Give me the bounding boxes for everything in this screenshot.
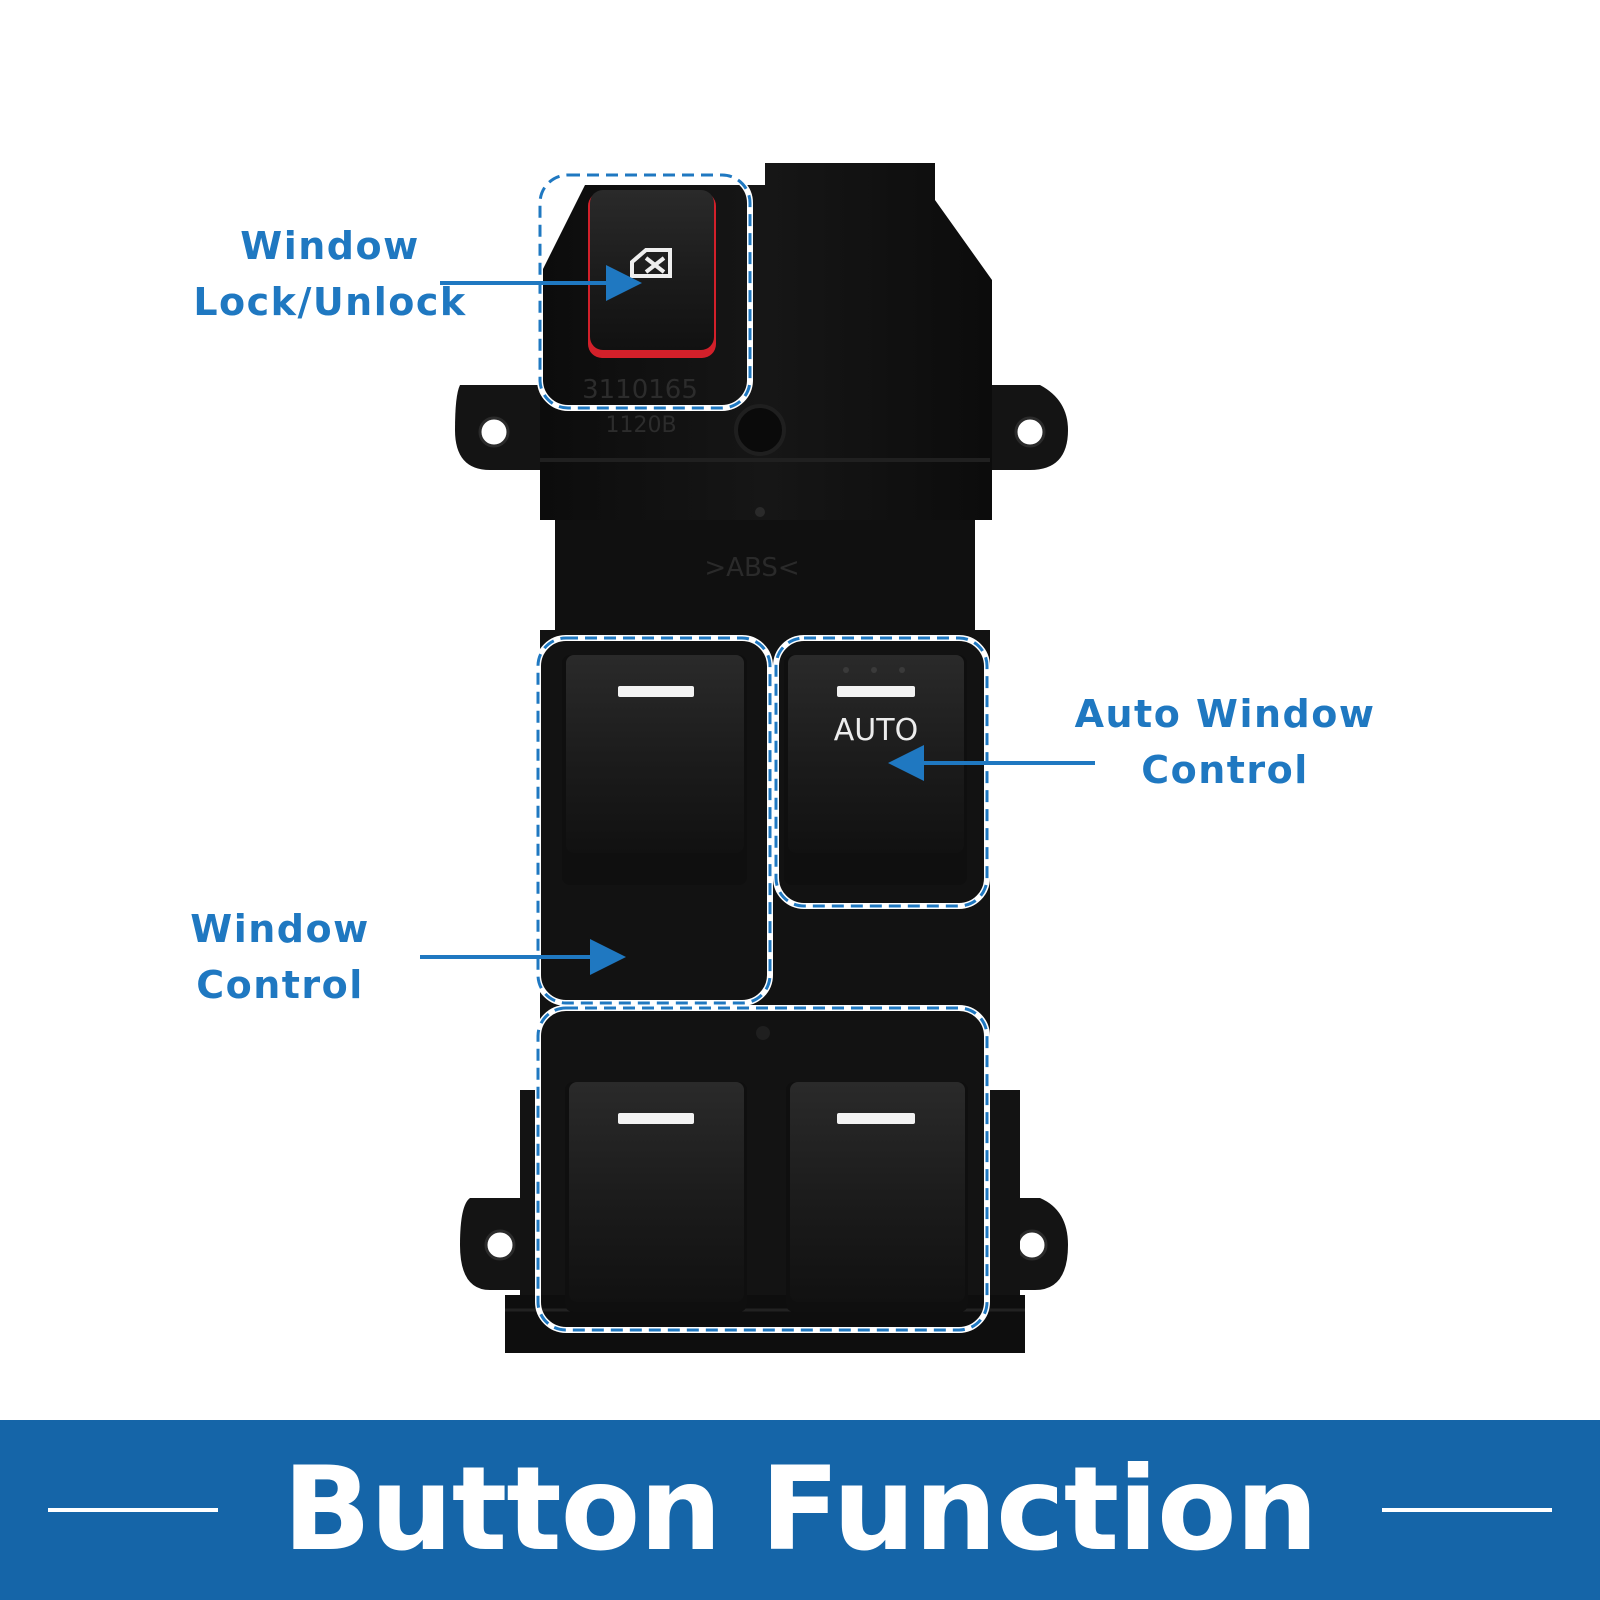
upper-mount-ears [455, 385, 1068, 470]
auto-window-callout-line1: Auto Window [1074, 692, 1376, 736]
driver-window-switch[interactable] [562, 655, 747, 885]
window-control-callout-line1: Window [190, 907, 370, 951]
window-control-callout-line2: Control [196, 963, 364, 1007]
window-switch-figure: 3110165 1120B >ABS< AUTO [420, 163, 1095, 1353]
footer-rule-right [1382, 1508, 1552, 1512]
auto-label: AUTO [834, 713, 918, 748]
window-lock-icon [630, 248, 672, 278]
window-lock-callout: Window Lock/Unlock [160, 218, 500, 330]
window-lock-callout-line1: Window [240, 224, 420, 268]
auto-window-callout-line2: Control [1141, 748, 1309, 792]
highlight-outlines [535, 172, 990, 1333]
window-lock-button[interactable] [588, 190, 716, 358]
auto-window-switch[interactable]: AUTO [784, 655, 967, 885]
part-number-text: 3110165 [582, 375, 698, 405]
rear-right-window-switch[interactable] [786, 1082, 968, 1312]
footer-banner [0, 1420, 1600, 1600]
auto-window-callout: Auto Window Control [1045, 686, 1405, 798]
material-mark-text: >ABS< [704, 553, 799, 583]
window-control-callout: Window Control [140, 901, 420, 1013]
window-lock-callout-line2: Lock/Unlock [193, 280, 467, 324]
rear-left-window-switch[interactable] [565, 1082, 747, 1312]
date-code-text: 1120B [605, 413, 676, 438]
footer-title: Button Function [282, 1442, 1318, 1577]
callout-arrows [420, 265, 1095, 975]
footer-rule-left [48, 1508, 218, 1512]
